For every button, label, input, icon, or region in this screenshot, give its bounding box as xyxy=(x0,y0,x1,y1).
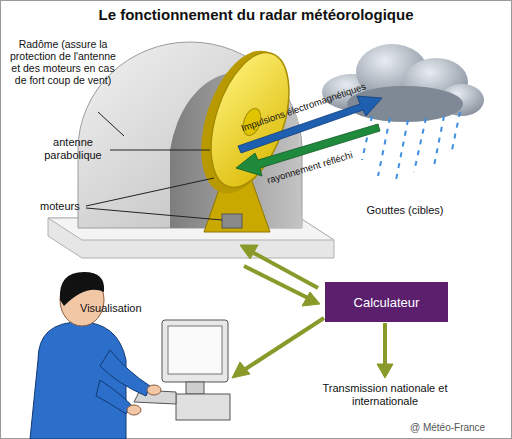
leader-line xyxy=(110,150,210,151)
leader-line xyxy=(98,112,124,136)
computer xyxy=(134,320,230,420)
credit-watermark: @ Météo-France xyxy=(410,422,485,434)
diagram-title: Le fonctionnement du radar météorologiqu… xyxy=(0,6,512,23)
leader-line xyxy=(86,208,222,220)
part-label: Radôme (assure la protection de l'antenn… xyxy=(6,38,120,86)
person xyxy=(30,272,161,439)
motor xyxy=(222,214,242,228)
process-box: Calculateur xyxy=(325,282,448,322)
part-label: moteurs xyxy=(40,200,80,213)
output-label: Visualisation xyxy=(80,302,142,315)
rain xyxy=(362,112,460,180)
part-label: antenne parabolique xyxy=(36,136,110,161)
output-label: Transmission nationale et internationale xyxy=(318,382,452,407)
target-label: Gouttes (cibles) xyxy=(350,204,460,217)
leader-line xyxy=(86,178,214,206)
box-text: Calculateur xyxy=(354,295,420,310)
